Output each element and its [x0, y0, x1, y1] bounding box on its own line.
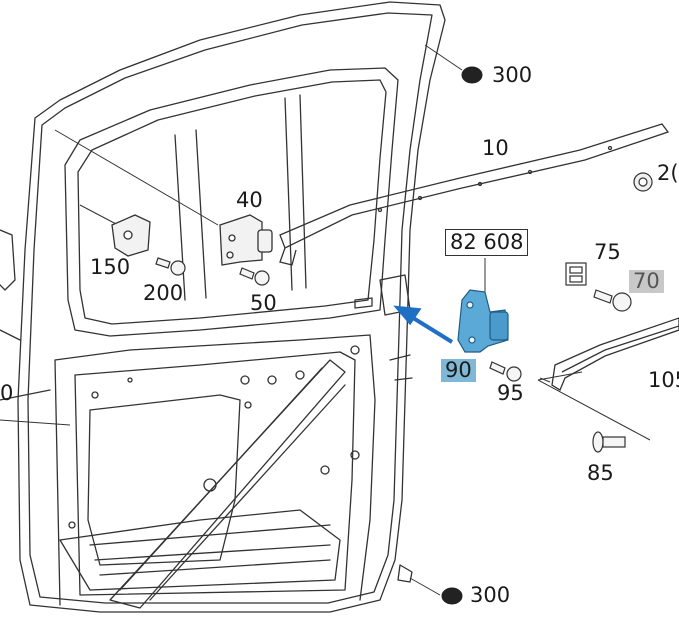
screw-200 [155, 257, 186, 276]
hinge-40 [219, 214, 273, 266]
label-40: 40 [236, 188, 263, 212]
label-70: 70 [629, 270, 664, 293]
window-frame [64, 67, 399, 337]
plug-75 [565, 262, 587, 286]
screw-50 [239, 267, 270, 286]
pointer-arrow [393, 305, 454, 344]
label-300-bottom: 300 [470, 583, 511, 607]
rail-105 [551, 317, 679, 391]
nut-20 [633, 172, 653, 192]
label-105: 105 [648, 368, 679, 392]
bolt-85 [592, 431, 626, 453]
part-150 [111, 214, 151, 257]
label-0-left: 0 [0, 381, 14, 405]
inner-panel [54, 334, 376, 606]
panel-holes [68, 345, 360, 529]
screw-95 [489, 361, 522, 382]
label-95: 95 [497, 381, 524, 405]
stop-300-top [461, 66, 483, 84]
stop-300-bottom [441, 587, 463, 605]
screw-70 [593, 289, 632, 312]
label-82608: 82 608 [445, 229, 529, 256]
door-outline [17, 1, 446, 613]
guide-rail-10 [279, 123, 670, 266]
hinge-90-highlighted [457, 289, 509, 353]
label-50: 50 [250, 291, 277, 315]
label-10: 10 [482, 136, 509, 160]
label-20: 2( [657, 161, 679, 185]
label-150: 150 [90, 255, 131, 279]
leader-lines [0, 44, 651, 596]
label-300-top: 300 [492, 63, 533, 87]
label-85: 85 [587, 461, 614, 485]
label-90: 90 [441, 359, 476, 382]
label-75: 75 [594, 240, 621, 264]
label-200: 200 [143, 281, 184, 305]
